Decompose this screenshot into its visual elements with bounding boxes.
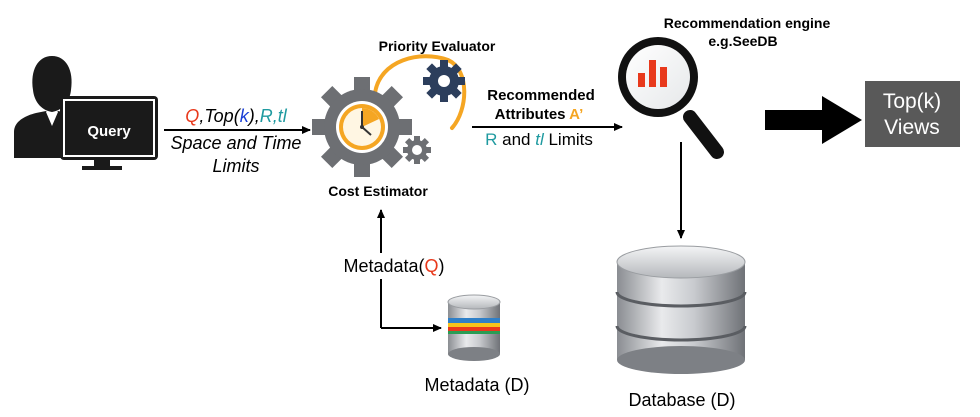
- cost-estimator-label: Cost Estimator: [328, 183, 428, 199]
- engine-title: Recommendation engine: [664, 15, 831, 31]
- database-icon: [615, 245, 747, 374]
- recommended-limits-label: R and tl Limits: [485, 130, 593, 149]
- clock-icon: [339, 104, 385, 150]
- attributes-prefix: Attributes: [495, 106, 569, 123]
- small-gear-icon: [403, 136, 431, 164]
- metadata-q-backdrop: [334, 253, 452, 279]
- query-top-suffix: ): [247, 106, 255, 126]
- query-limits-label: Limits: [212, 156, 259, 176]
- monitor-icon: Query: [60, 96, 158, 170]
- query-r-tl: R,tl: [260, 106, 288, 126]
- metadata-q-q: Q: [425, 256, 439, 276]
- metadata-d-label: Metadata (D): [424, 375, 529, 395]
- bar-chart-icon: [638, 60, 667, 87]
- metadata-q-label: Metadata(Q): [343, 256, 444, 276]
- limits-and: and: [497, 130, 535, 149]
- metadata-q-suffix: ): [439, 256, 445, 276]
- recommended-attributes-label: Attributes A’: [495, 106, 584, 123]
- limits-r: R: [485, 130, 497, 149]
- output-views-label: Views: [884, 116, 940, 139]
- recommended-label: Recommended: [487, 87, 595, 104]
- monitor-query-label: Query: [87, 123, 131, 140]
- query-params-label: Q,Top(k),R,tl: [185, 106, 287, 126]
- priority-evaluator-gear-icon: [423, 60, 465, 102]
- engine-subtitle: e.g.SeeDB: [708, 33, 777, 49]
- output-arrow-icon: [765, 96, 862, 144]
- limits-word: Limits: [544, 130, 593, 149]
- output-box: [865, 81, 960, 147]
- priority-evaluator-label: Priority Evaluator: [379, 38, 496, 54]
- metadata-database-icon: [447, 294, 501, 361]
- priority-loop-arc: [373, 54, 467, 130]
- magnifier-icon: [618, 37, 724, 159]
- query-q: Q: [185, 106, 199, 126]
- query-sep1: ,: [199, 106, 204, 126]
- query-k: k: [240, 106, 250, 126]
- query-top-prefix: Top(: [204, 106, 241, 126]
- attributes-accent: A’: [569, 106, 583, 123]
- query-space-time-label: Space and Time: [171, 133, 302, 153]
- limits-tl: tl: [535, 130, 545, 149]
- metadata-q-prefix: Metadata(: [343, 256, 424, 276]
- output-topk-label: Top(k): [883, 90, 941, 113]
- cost-estimator-gear-icon: [312, 77, 412, 177]
- database-label: Database (D): [628, 390, 735, 410]
- query-sep2: ,: [255, 106, 260, 126]
